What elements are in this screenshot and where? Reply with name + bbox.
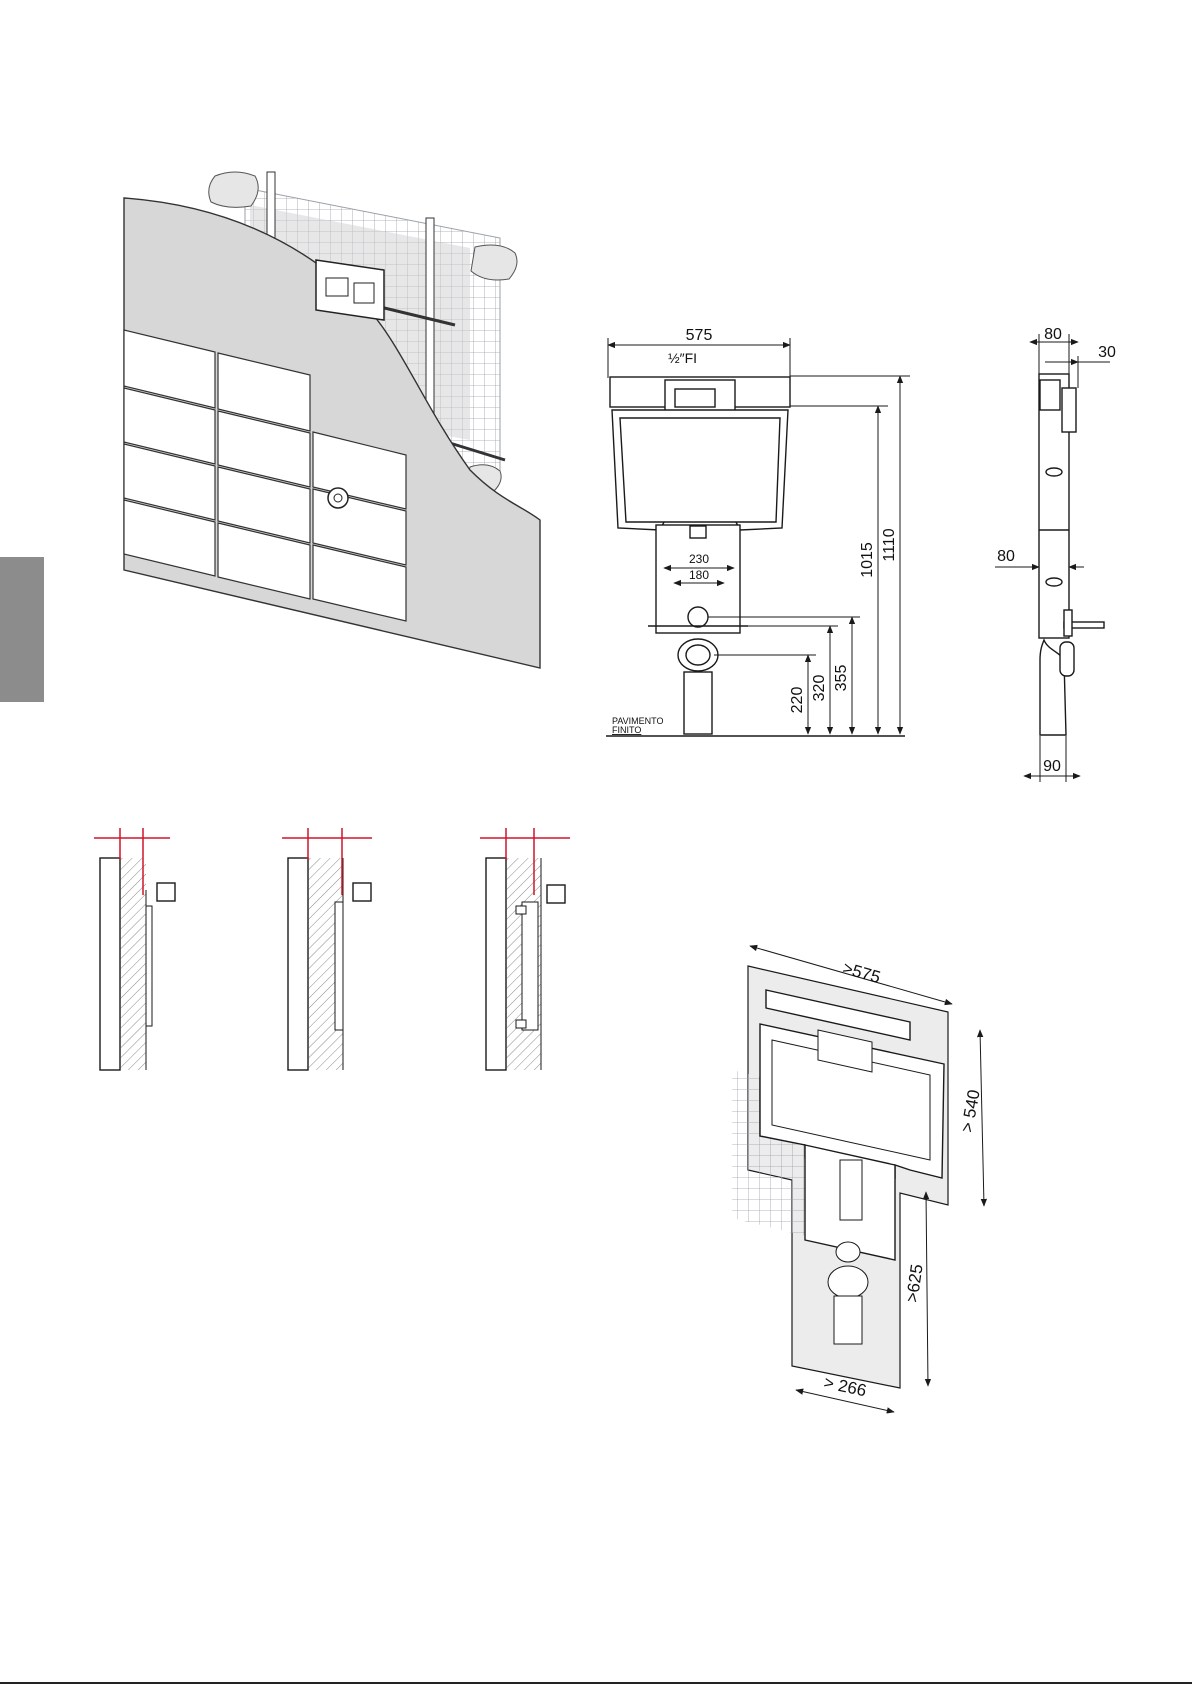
dim-niche-height-540: > 540 (957, 1088, 983, 1134)
dim-supply-half-inch: ½″FI (668, 350, 697, 366)
dim-depth-80-top: 80 (1044, 326, 1062, 343)
floor-label-line2: FINITO (612, 725, 641, 735)
dim-height-320: 320 (811, 675, 828, 702)
wall-section-3 (480, 828, 570, 1070)
dim-height-220: 220 (789, 687, 806, 714)
dim-height-1015: 1015 (859, 542, 876, 578)
dim-niche-width-575: >575 (840, 958, 882, 987)
dim-height-355: 355 (833, 665, 850, 692)
dim-niche-lower-625: >625 (902, 1263, 926, 1304)
dim-height-1110: 1110 (881, 528, 898, 561)
dim-depth-80-mid: 80 (997, 548, 1015, 565)
dim-width-575: 575 (686, 327, 713, 344)
wall-section-details (94, 828, 570, 1070)
dim-pipe-90: 90 (1043, 758, 1061, 775)
wall-section-1 (94, 828, 175, 1070)
side-view-drawing (1039, 374, 1104, 735)
dim-width-180: 180 (689, 568, 709, 582)
dim-offset-30: 30 (1098, 344, 1116, 361)
wall-installation-illustration (124, 172, 540, 668)
dim-width-230: 230 (689, 552, 709, 566)
wall-section-2 (282, 828, 372, 1070)
niche-installation-drawing (732, 966, 948, 1388)
